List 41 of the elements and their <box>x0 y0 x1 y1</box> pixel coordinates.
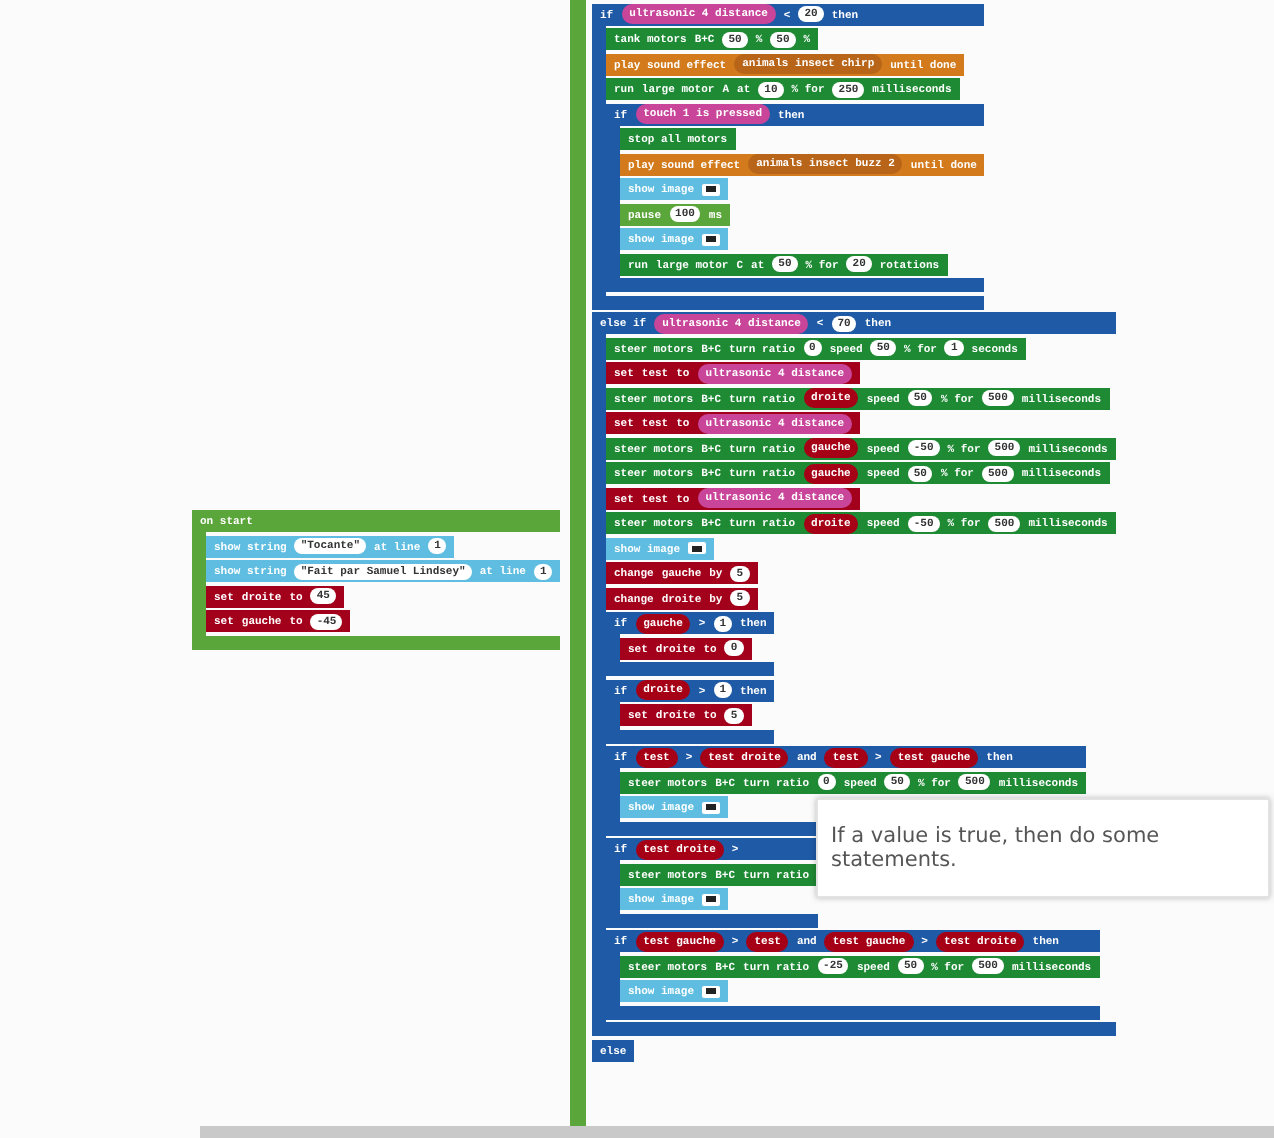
motor-block <box>620 955 1100 977</box>
display-block <box>606 537 715 559</box>
tooltip-text: If a value is true, then do some statements. <box>831 824 1160 872</box>
motor-block <box>606 437 1116 459</box>
motor-block <box>620 128 736 150</box>
if-block <box>592 3 985 309</box>
display-block <box>620 980 729 1002</box>
sound-block <box>620 153 985 175</box>
display-block <box>206 535 455 557</box>
display-block <box>620 178 729 200</box>
variable-block <box>606 362 861 384</box>
motor-block <box>620 253 948 275</box>
variable-block <box>606 587 758 609</box>
pause-block <box>620 203 731 225</box>
if-block <box>606 838 818 927</box>
motor-block <box>620 771 1086 793</box>
if-block <box>592 1039 635 1061</box>
motor-block <box>620 863 818 885</box>
sound-block <box>606 53 965 75</box>
display-block <box>620 228 729 250</box>
motor-block <box>606 387 1109 409</box>
motor-block <box>606 462 1109 484</box>
if-block <box>606 612 775 676</box>
motor-block <box>606 512 1116 534</box>
display-block <box>620 888 729 910</box>
variable-block <box>620 637 752 659</box>
variable-block <box>606 562 758 584</box>
variable-block <box>620 704 752 726</box>
if-block <box>606 930 1100 1019</box>
if-block <box>606 679 775 743</box>
variable-block <box>606 412 861 434</box>
motor-block <box>606 28 819 50</box>
variable-block <box>206 585 344 607</box>
display-block <box>620 796 729 818</box>
variable-block <box>606 487 861 509</box>
motor-block <box>606 337 1026 359</box>
display-block <box>206 560 561 582</box>
tooltip <box>815 798 1270 898</box>
motor-block <box>606 78 960 100</box>
variable-block <box>206 610 351 632</box>
event-block <box>192 510 561 649</box>
